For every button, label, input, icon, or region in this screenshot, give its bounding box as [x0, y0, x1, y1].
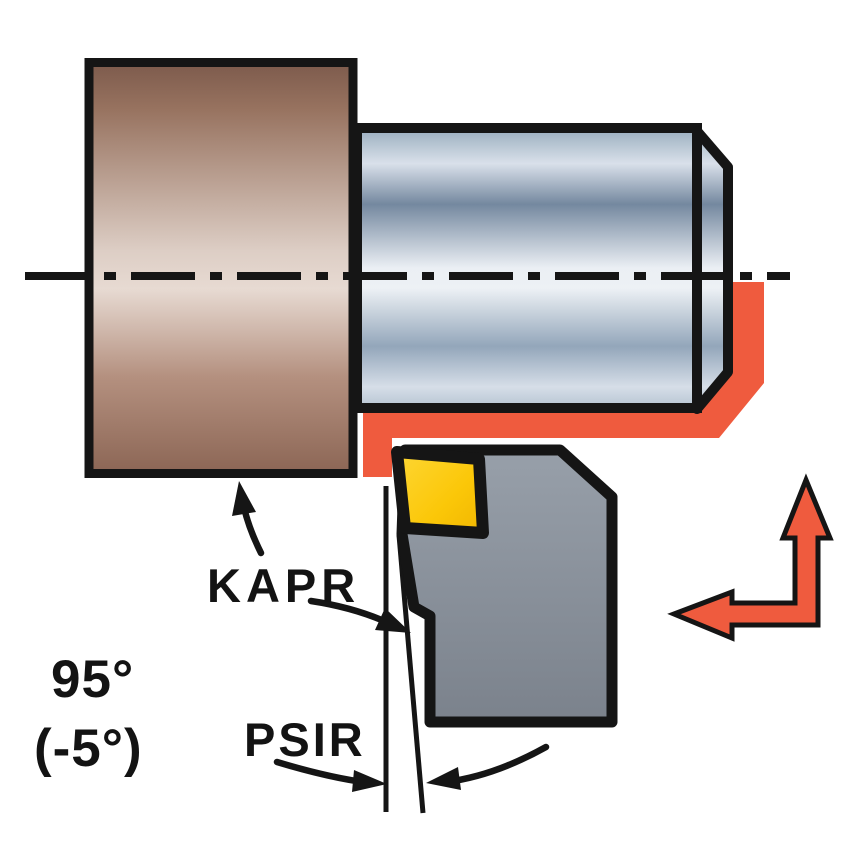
cutting-edge-angle-line	[396, 534, 426, 814]
lead-angle-arrowhead-right	[426, 767, 461, 790]
shoulder-pointer-arrowhead	[232, 481, 256, 516]
inclination-value-label: (-5°)	[34, 719, 143, 778]
feed-direction-arrows-icon	[667, 473, 834, 642]
entering-angle-value-label: 95°	[51, 650, 134, 709]
entering-angle-code-label: KAPR	[207, 559, 360, 612]
lead-angle-arrowhead-left	[352, 770, 387, 792]
removed-material-highlight	[363, 282, 764, 477]
lead-angle-arc-right	[442, 743, 550, 786]
workpiece-large-diameter	[84, 58, 358, 478]
workpiece-small-diameter	[352, 123, 702, 413]
workpiece-chamfered-end	[692, 126, 733, 414]
cutting-insert	[391, 446, 489, 539]
entering-angle-arrowhead	[375, 608, 411, 633]
lead-angle-code-label: PSIR	[244, 713, 366, 766]
